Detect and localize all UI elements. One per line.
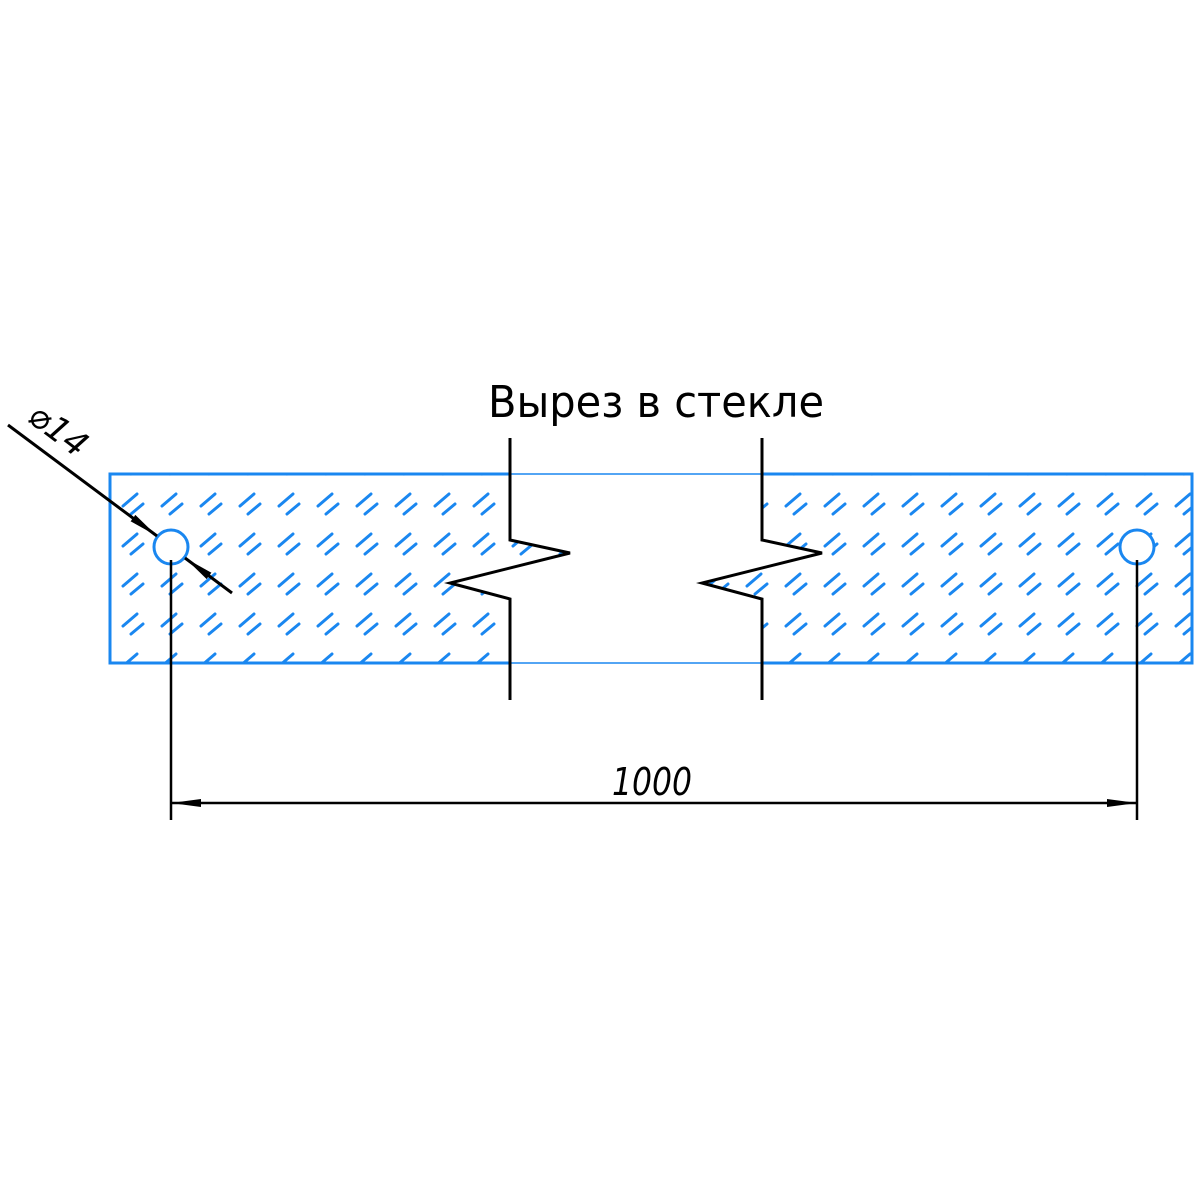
glass-left-piece [110, 474, 570, 663]
left-break-line [444, 438, 571, 700]
right-hole [1118, 528, 1156, 566]
diameter-leader [7, 423, 233, 595]
length-dimension-label: 1000 [612, 760, 692, 804]
length-dimension [169, 560, 1139, 820]
left-hole [152, 528, 190, 566]
right-break-line [696, 438, 823, 700]
glass-outline [108, 472, 1194, 665]
glass-right-piece [702, 474, 1192, 663]
hole-diameter-label: ⌀14 [21, 395, 96, 465]
cutout-label: Вырез в стекле [488, 377, 824, 428]
